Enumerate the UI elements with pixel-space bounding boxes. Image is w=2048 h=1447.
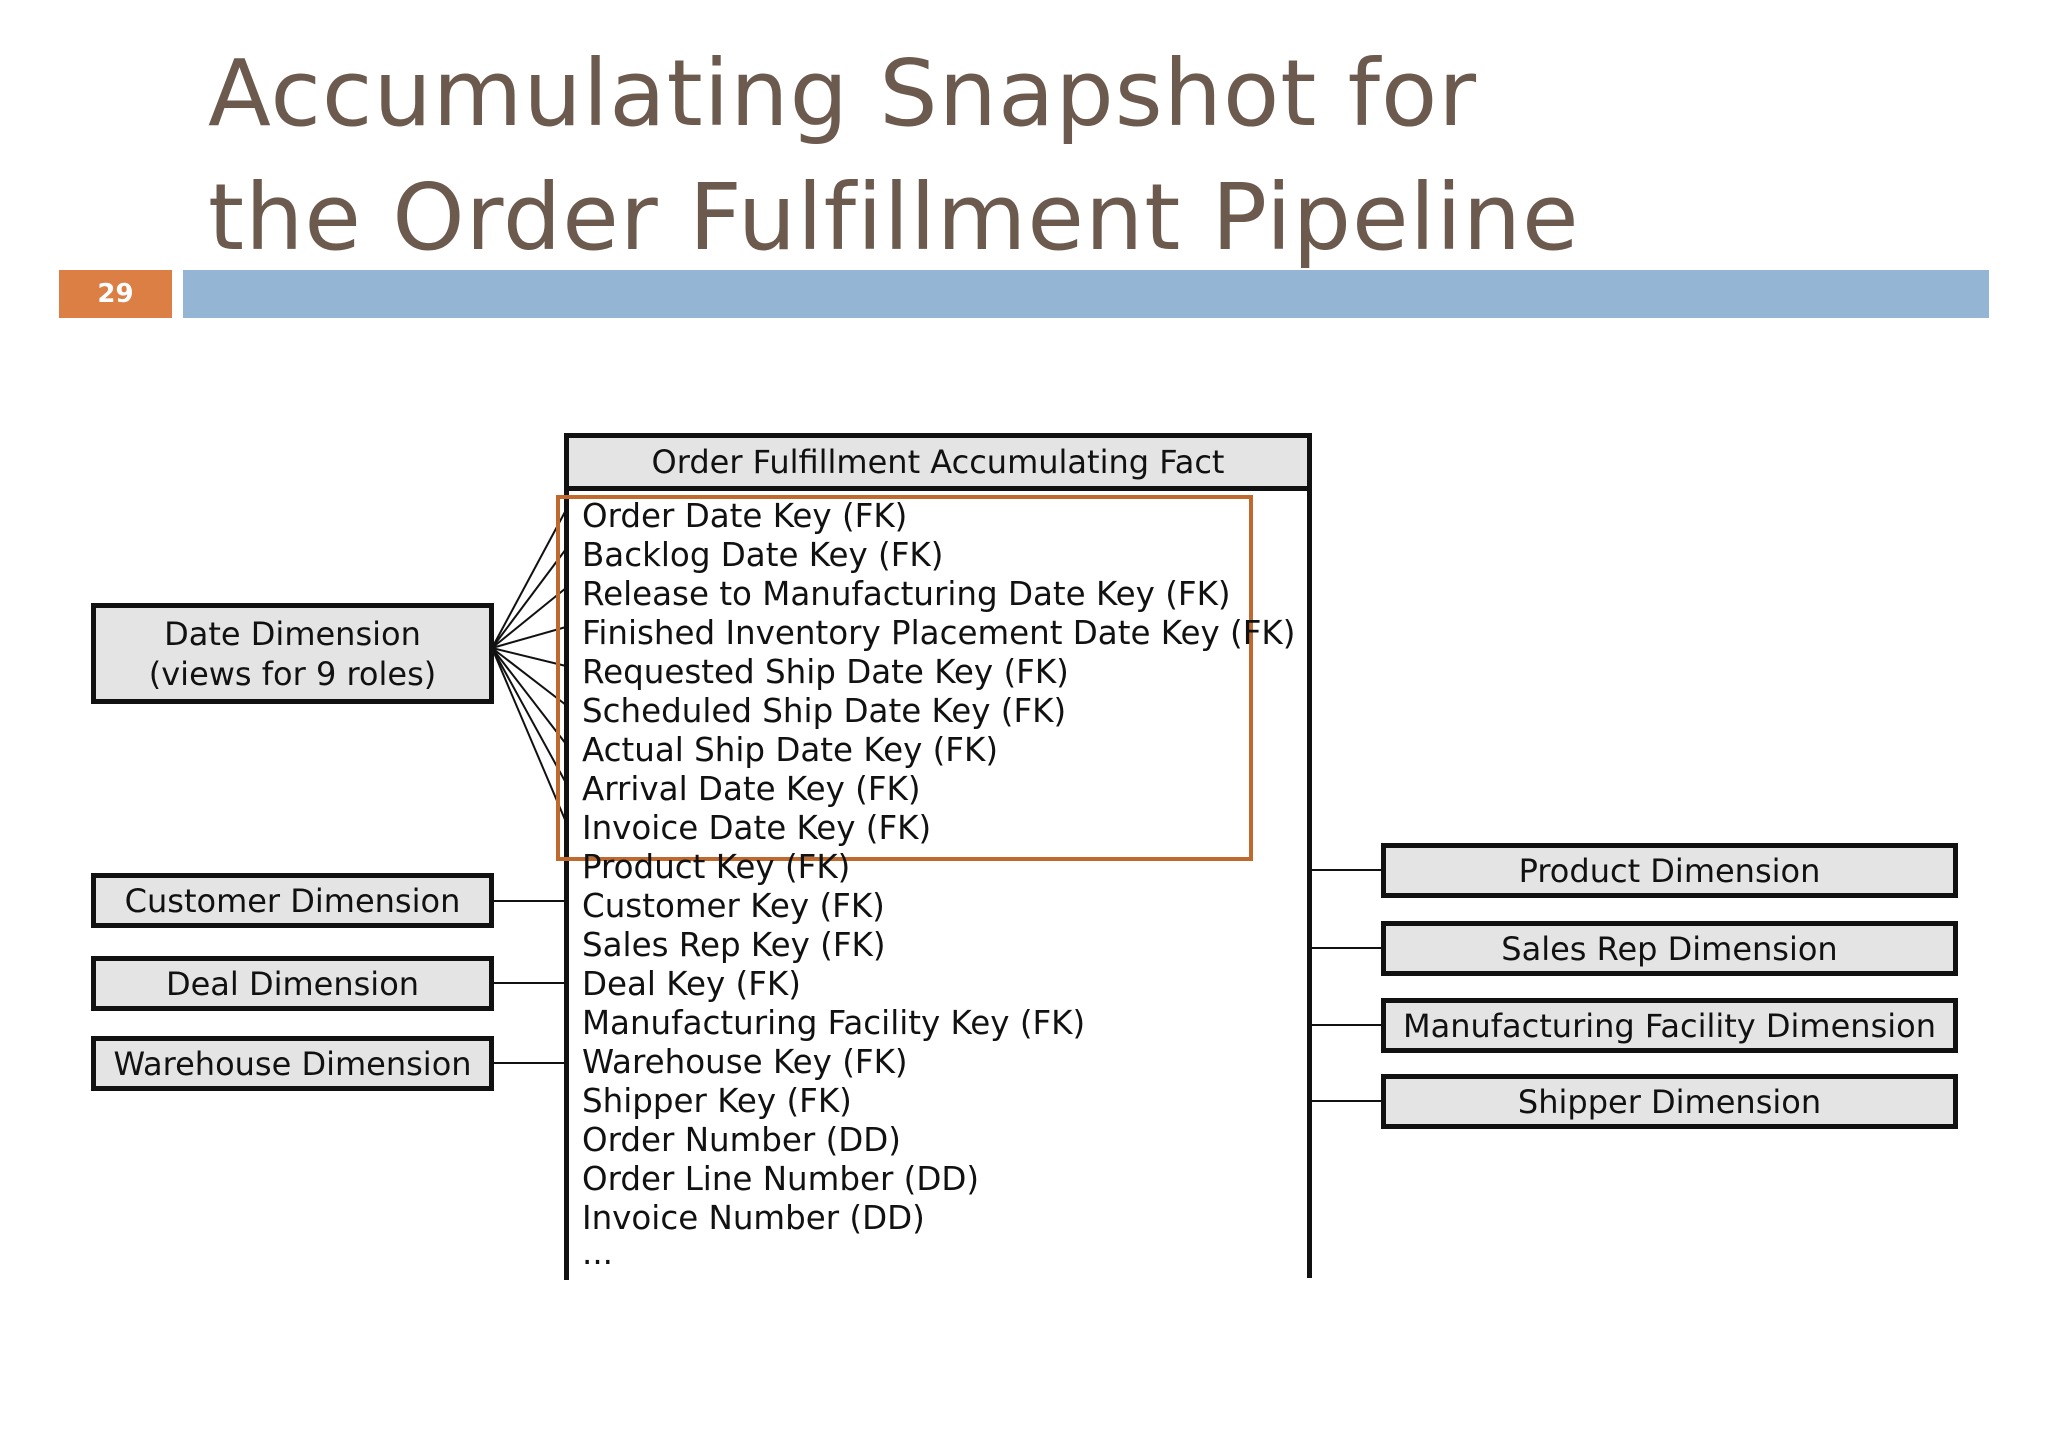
fact-field: Order Date Key (FK) xyxy=(582,497,908,535)
slide-title-line-1: Accumulating Snapshot for xyxy=(208,40,1478,147)
fact-field: Arrival Date Key (FK) xyxy=(582,770,921,808)
date-dimension-box: Date Dimension (views for 9 roles) xyxy=(91,603,494,704)
fact-table-fields: Order Date Key (FK) Backlog Date Key (FK… xyxy=(582,497,1296,1272)
fact-field: Shipper Key (FK) xyxy=(582,1082,852,1120)
fact-field: Scheduled Ship Date Key (FK) xyxy=(582,692,1067,730)
date-dimension-sublabel: (views for 9 roles) xyxy=(148,654,437,693)
date-role-connectors xyxy=(491,509,567,823)
fact-field: Finished Inventory Placement Date Key (F… xyxy=(582,614,1296,652)
fact-field: Product Key (FK) xyxy=(582,848,851,886)
fact-field: Release to Manufacturing Date Key (FK) xyxy=(582,575,1231,613)
fact-field-ellipsis: ... xyxy=(582,1234,613,1272)
fact-field: Backlog Date Key (FK) xyxy=(582,536,944,574)
fact-field: Customer Key (FK) xyxy=(582,887,885,925)
slide-title-line-2: the Order Fulfillment Pipeline xyxy=(208,164,1580,271)
product-dimension-box: Product Dimension xyxy=(1381,843,1958,898)
fact-field: Invoice Number (DD) xyxy=(582,1199,925,1237)
manufacturing-facility-dimension-box: Manufacturing Facility Dimension xyxy=(1381,998,1958,1053)
fact-field: Invoice Date Key (FK) xyxy=(582,809,932,847)
sales-rep-dimension-box: Sales Rep Dimension xyxy=(1381,921,1958,976)
fact-field: Manufacturing Facility Key (FK) xyxy=(582,1004,1086,1042)
title-divider-bar xyxy=(183,270,1989,318)
fact-table-header: Order Fulfillment Accumulating Fact xyxy=(564,433,1312,491)
fact-field: Requested Ship Date Key (FK) xyxy=(582,653,1069,691)
fact-field: Order Number (DD) xyxy=(582,1121,901,1159)
fact-field: Warehouse Key (FK) xyxy=(582,1043,908,1081)
date-dimension-label: Date Dimension xyxy=(164,614,421,653)
slide-number-badge: 29 xyxy=(59,270,172,318)
customer-dimension-box: Customer Dimension xyxy=(91,873,494,928)
shipper-dimension-box: Shipper Dimension xyxy=(1381,1074,1958,1129)
date-keys-highlight xyxy=(556,495,1253,861)
warehouse-dimension-box: Warehouse Dimension xyxy=(91,1036,494,1091)
fact-field: Order Line Number (DD) xyxy=(582,1160,980,1198)
fact-field: Deal Key (FK) xyxy=(582,965,801,1003)
deal-dimension-box: Deal Dimension xyxy=(91,956,494,1011)
fact-field: Actual Ship Date Key (FK) xyxy=(582,731,998,769)
fact-field: Sales Rep Key (FK) xyxy=(582,926,886,964)
